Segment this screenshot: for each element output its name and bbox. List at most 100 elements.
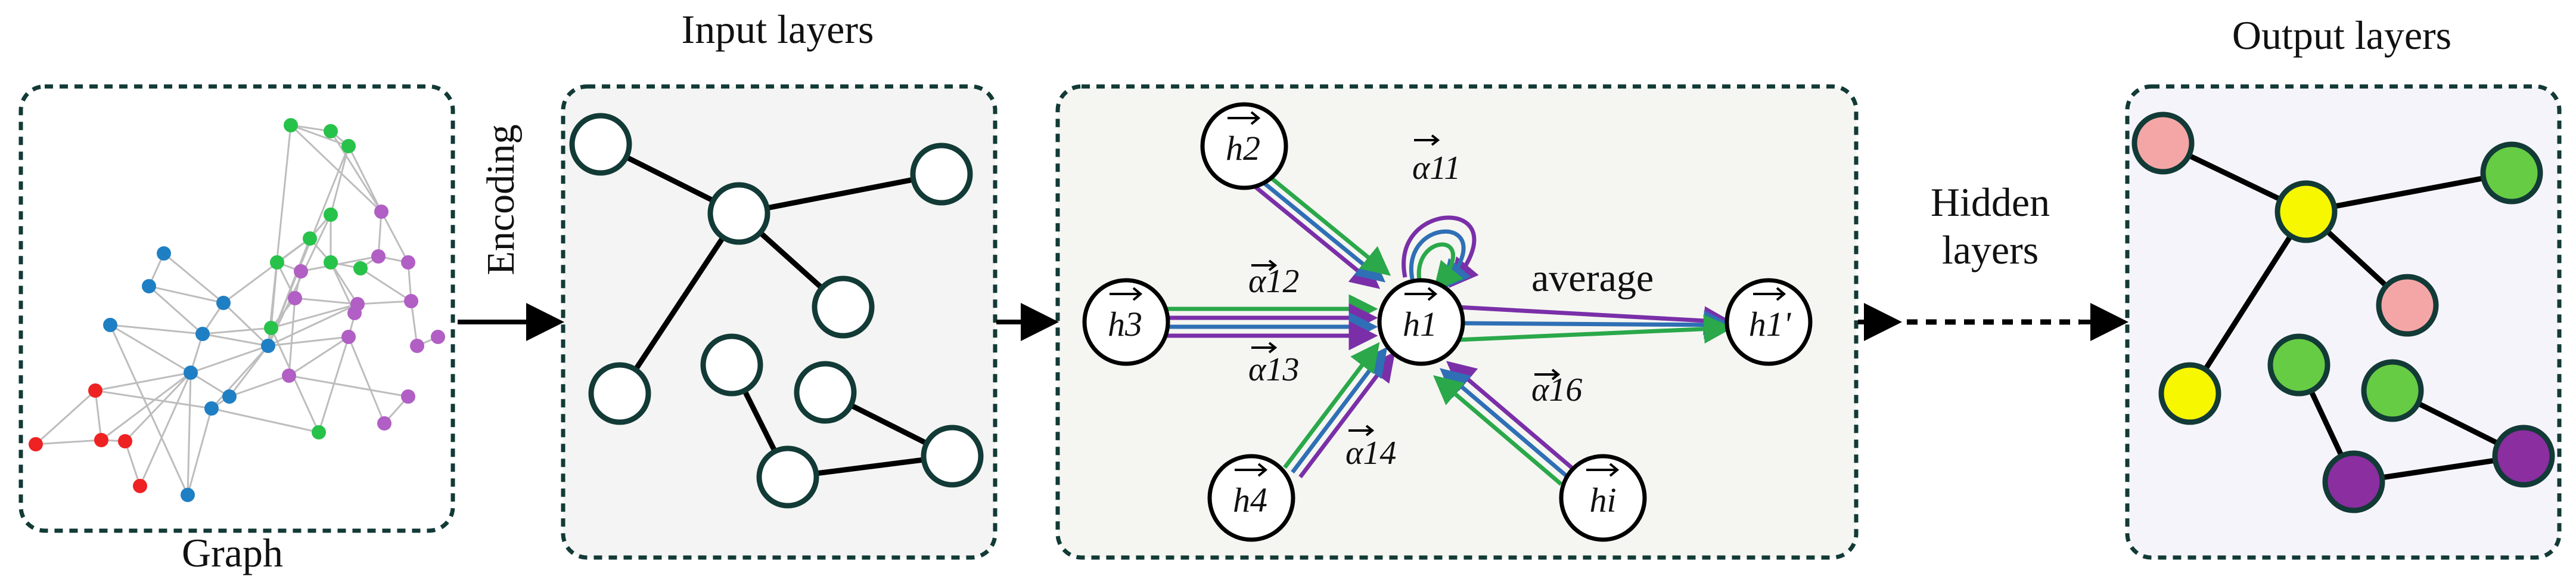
hidden-label: Hidden: [1931, 179, 2050, 225]
graph-edge: [35, 439, 102, 445]
label-h2: h2: [1226, 129, 1260, 168]
graph-node: [303, 231, 317, 246]
avg-edge-green: [1456, 314, 1733, 344]
node-h3: [1082, 278, 1170, 366]
graph-node: [261, 339, 275, 353]
graph-node: [371, 249, 386, 264]
attention-text: h2 h3 h1 h4 hi h1' α11 α12 α13 α14 α16 a…: [1108, 129, 1792, 519]
output-node-pink: [2376, 274, 2439, 337]
graph-edge: [347, 336, 386, 424]
graph-node: [288, 291, 302, 305]
graph-node: [94, 433, 108, 447]
label-h3: h3: [1108, 305, 1142, 343]
input-layers-panel: [561, 84, 998, 560]
graph-edge: [190, 345, 269, 374]
graph-edge: [187, 372, 192, 496]
input-node: [588, 362, 651, 425]
graph-edge: [124, 371, 192, 442]
graph-edge: [109, 324, 189, 496]
graph-edge: [148, 285, 224, 304]
graph-node: [401, 255, 415, 270]
attn-edge-hi-purple: [1446, 361, 1576, 472]
graph-edge: [288, 298, 296, 376]
avg-edge-purple: [1456, 305, 1733, 336]
graph-edge: [380, 211, 409, 263]
graph-edge: [35, 389, 97, 445]
graph-edge: [101, 371, 191, 441]
graph-node: [324, 124, 338, 138]
graph-edge: [110, 324, 203, 335]
graph-edge: [357, 300, 412, 305]
graph-node: [401, 389, 415, 404]
graph-nodes: [29, 118, 445, 502]
graph-edge: [222, 302, 269, 347]
graph-node: [270, 255, 284, 270]
graph-panel: [18, 84, 455, 533]
graph-node: [324, 208, 338, 222]
attention-edges: [1166, 171, 1733, 486]
graph-node: [347, 306, 362, 320]
input-layers-title: Input layers: [682, 7, 874, 52]
output-node-green: [2480, 141, 2543, 205]
input-node: [700, 333, 763, 397]
graph-edge: [223, 237, 310, 304]
graph-edge: [271, 303, 358, 329]
input-graph: [569, 113, 984, 509]
node-h2: [1200, 102, 1288, 190]
input-node: [756, 445, 819, 509]
graph-edge: [300, 255, 379, 273]
node-h4: [1207, 454, 1295, 542]
graph-node: [29, 437, 43, 451]
label-alpha12: α12: [1248, 263, 1299, 300]
input-node: [794, 361, 857, 424]
graph-edge: [202, 327, 272, 335]
graph-edge: [294, 297, 358, 305]
vector-arrows: [1110, 111, 1786, 477]
attn-edge-h4-green: [1283, 342, 1380, 469]
graph-edge: [410, 301, 418, 346]
graph-node: [204, 401, 219, 416]
node-h1-prime: [1724, 278, 1813, 366]
graph-edge: [202, 333, 269, 347]
graph-label: Graph: [182, 530, 283, 575]
graph-node: [294, 264, 308, 278]
encoding-label: Encoding: [479, 125, 523, 275]
graph-edge: [139, 372, 192, 487]
graph-node: [284, 118, 298, 132]
label-alpha13: α13: [1248, 351, 1299, 388]
output-graph: [2131, 112, 2555, 513]
graph-edge: [163, 252, 224, 304]
label-alpha11: α11: [1412, 150, 1461, 187]
graph-edge: [360, 267, 412, 302]
graph-node: [353, 261, 368, 275]
label-h1-prime: h1': [1749, 305, 1792, 343]
graph-node: [431, 330, 445, 344]
label-alpha16: α16: [1531, 371, 1582, 408]
attn-edge-h2-green: [1263, 171, 1391, 276]
output-node-green: [2267, 333, 2330, 397]
graph-node: [133, 479, 147, 493]
output-layers-panel: [2125, 84, 2562, 560]
graph-edge: [330, 262, 359, 305]
graph-edge: [148, 285, 203, 335]
graph-edge: [211, 407, 319, 434]
label-h4: h4: [1233, 481, 1267, 519]
graph-node: [404, 294, 418, 308]
graph-edge: [94, 390, 102, 441]
graph-node: [374, 205, 389, 219]
graph-edge: [124, 441, 141, 487]
attn-edge-hi-green: [1433, 375, 1563, 486]
graph-edge: [347, 145, 383, 212]
graph-edge: [270, 327, 320, 433]
output-node-purple: [2322, 450, 2385, 513]
label-h1: h1: [1403, 305, 1437, 343]
graph-edge: [110, 324, 191, 374]
output-node-purple: [2492, 425, 2555, 488]
graph-node: [181, 488, 195, 502]
input-node: [921, 425, 984, 488]
graph-node: [282, 369, 296, 383]
graph-node: [142, 279, 156, 293]
output-node-green: [2361, 359, 2424, 422]
graph-edge: [190, 371, 230, 398]
